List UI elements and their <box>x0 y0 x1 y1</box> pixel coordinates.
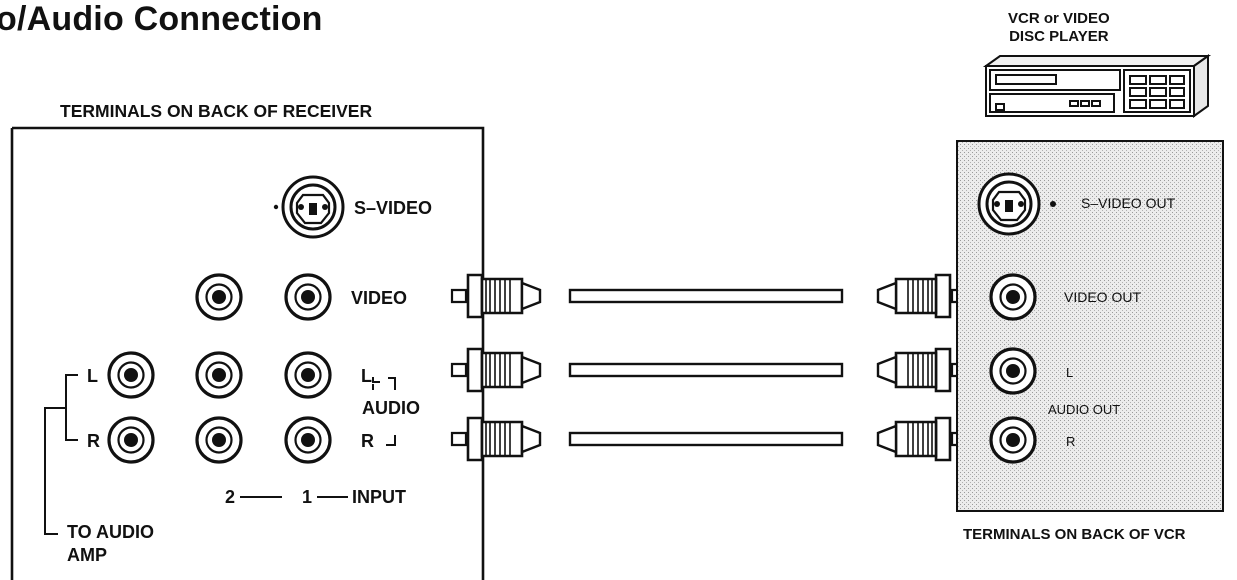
receiver-s-video-jack[interactable] <box>273 175 345 239</box>
vcr-r-label: R <box>1066 434 1076 449</box>
receiver-panel <box>10 126 485 580</box>
vcr-audio-l-jack[interactable] <box>989 347 1037 395</box>
receiver-video-label: VIDEO <box>351 288 408 308</box>
audio-l-cable <box>450 347 968 393</box>
vcr-audio-out-label: AUDIO OUT <box>1048 402 1121 417</box>
receiver-bracket-lines <box>44 374 396 535</box>
receiver-audio-r-label: R <box>361 431 374 451</box>
vcr-l-label: L <box>1066 365 1074 380</box>
vcr-device-icon <box>982 54 1212 118</box>
amp-r-jack[interactable] <box>107 416 155 464</box>
page-title: o/Audio Connection <box>0 0 323 38</box>
receiver-audio-label: AUDIO <box>362 398 420 418</box>
vcr-device-label-line2: DISC PLAYER <box>1009 28 1109 45</box>
amp-r-label: R <box>87 431 100 451</box>
receiver-panel-title: TERMINALS ON BACK OF RECEIVER <box>60 101 373 121</box>
input1-audio-l-jack[interactable] <box>284 351 332 399</box>
receiver-audio-l-label: L <box>361 366 372 386</box>
to-audio-amp-label-line2: AMP <box>67 545 107 565</box>
amp-l-label: L <box>87 366 98 386</box>
to-audio-amp-label-line1: TO AUDIO <box>67 522 155 542</box>
input1-video-jack[interactable] <box>284 273 332 321</box>
vcr-video-out-label: VIDEO OUT <box>1064 289 1142 305</box>
input2-audio-l-jack[interactable] <box>195 351 243 399</box>
video-cable <box>450 273 968 319</box>
input2-video-jack[interactable] <box>195 273 243 321</box>
input-1-label: 1 <box>302 487 313 507</box>
receiver-s-video-label: S–VIDEO <box>354 198 433 218</box>
input1-audio-r-jack[interactable] <box>284 416 332 464</box>
vcr-device-label: VCR or VIDEO DISC PLAYER <box>1008 10 1110 46</box>
vcr-video-out-jack[interactable] <box>989 273 1037 321</box>
vcr-s-video-jack[interactable] <box>977 172 1056 236</box>
input-label: INPUT <box>352 487 406 507</box>
amp-l-jack[interactable] <box>107 351 155 399</box>
vcr-panel-title: TERMINALS ON BACK OF VCR <box>963 526 1186 543</box>
audio-r-cable <box>450 416 968 462</box>
vcr-audio-r-jack[interactable] <box>989 416 1037 464</box>
vcr-s-video-out-label: S–VIDEO OUT <box>1081 195 1176 211</box>
cables <box>450 273 968 462</box>
receiver-jacks <box>107 273 332 464</box>
input2-audio-r-jack[interactable] <box>195 416 243 464</box>
vcr-jacks <box>989 273 1037 464</box>
vcr-device-label-line1: VCR or VIDEO <box>1008 10 1110 27</box>
input-2-label: 2 <box>225 487 236 507</box>
